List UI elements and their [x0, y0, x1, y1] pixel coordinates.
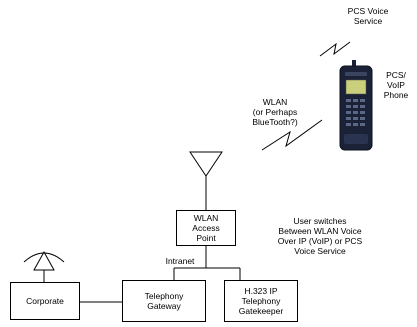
telephony-gateway-box: Telephony Gateway [122, 280, 206, 322]
wlan-signal-bolt [261, 119, 323, 151]
telephony-gateway-label: Telephony Gateway [144, 291, 184, 311]
access-point-label: WLAN Access Point [192, 213, 220, 243]
corporate-box: Corporate [10, 282, 80, 320]
user-switches-label: User switches Between WLAN Voice Over IP… [277, 216, 363, 256]
access-point-box: WLAN Access Point [176, 210, 236, 246]
corporate-label: Corporate [26, 296, 64, 306]
pcs-voip-phone-label: PCS/ VoIP Phone [383, 70, 409, 100]
wlan-bluetooth-label: WLAN (or Perhaps BlueTooth?) [252, 97, 298, 127]
gatekeeper-label: H.323 IP Telephony Gatekeeper [238, 286, 284, 316]
pcs-signal-bolt [319, 41, 351, 57]
corporate-dish-icon [23, 250, 65, 282]
gatekeeper-box: H.323 IP Telephony Gatekeeper [224, 280, 298, 322]
mobile-phone-icon [339, 60, 373, 151]
intranet-label: Intranet [165, 256, 195, 266]
pcs-voice-service-label: PCS Voice Service [347, 6, 389, 26]
access-point-antenna-icon [189, 151, 223, 210]
